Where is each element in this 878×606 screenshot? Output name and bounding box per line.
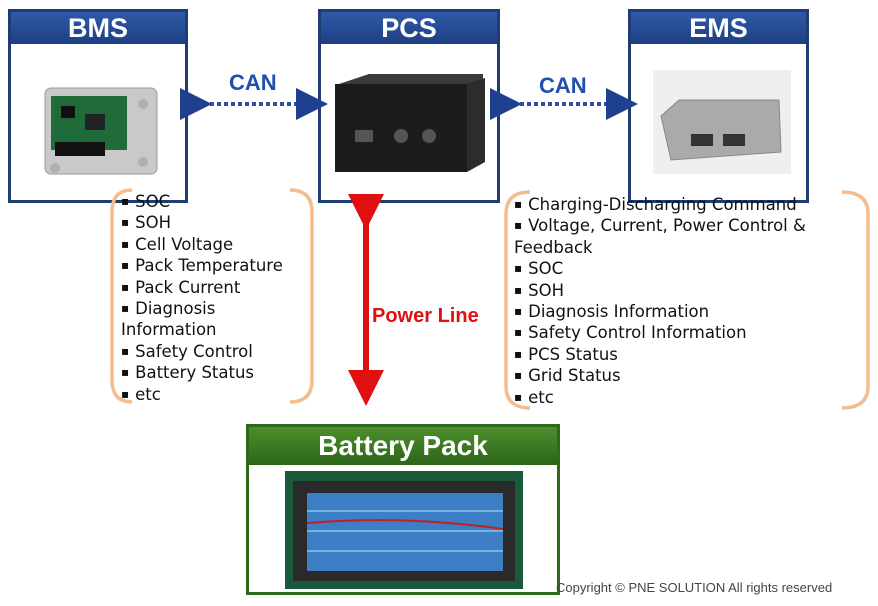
ems-item: PCS Status	[514, 344, 806, 365]
ems-item: Diagnosis Information	[514, 301, 806, 322]
battery-pack-image	[285, 471, 523, 593]
power-line-label: Power Line	[372, 305, 479, 327]
can-label-left: CAN	[229, 70, 277, 95]
ems-brace-right	[841, 190, 870, 410]
bms-brace-right	[289, 188, 314, 404]
pcs-title: PCS	[321, 12, 497, 44]
bms-item: etc	[121, 384, 283, 405]
ems-item: Voltage, Current, Power Control &	[514, 215, 806, 236]
pcs-device-image	[321, 44, 497, 200]
ems-item: Grid Status	[514, 365, 806, 386]
bms-item: Pack Temperature	[121, 255, 283, 276]
battery-pack-node: Battery Pack	[246, 424, 560, 595]
ems-info-list: Charging-Discharging Command Voltage, Cu…	[514, 194, 806, 408]
ems-title: EMS	[631, 12, 806, 44]
bms-item: SOC	[121, 191, 283, 212]
ems-item: etc	[514, 387, 806, 408]
bms-item: SOH	[121, 212, 283, 233]
bms-item: Cell Voltage	[121, 234, 283, 255]
can-label-right: CAN	[539, 73, 587, 98]
ems-item: Safety Control Information	[514, 322, 806, 343]
ems-device-image	[631, 44, 806, 200]
battery-pack-title: Battery Pack	[249, 427, 557, 465]
bms-node: BMS	[8, 9, 188, 203]
ems-item: SOC	[514, 258, 806, 279]
ems-item: Charging-Discharging Command	[514, 194, 806, 215]
copyright-text: Copyright © PNE SOLUTION All rights rese…	[556, 580, 833, 595]
bms-title: BMS	[11, 12, 185, 44]
ems-item: SOH	[514, 280, 806, 301]
bms-item-continuation: Information	[121, 320, 217, 340]
ems-node: EMS	[628, 9, 809, 203]
bms-item: Battery Status	[121, 362, 283, 383]
ems-item-continuation: Feedback	[514, 237, 593, 257]
bms-item: Diagnosis	[121, 298, 283, 319]
bms-device-image	[11, 44, 185, 200]
bms-item: Pack Current	[121, 277, 283, 298]
bms-info-list: SOC SOH Cell Voltage Pack Temperature Pa…	[121, 191, 283, 405]
bms-item: Safety Control	[121, 341, 283, 362]
